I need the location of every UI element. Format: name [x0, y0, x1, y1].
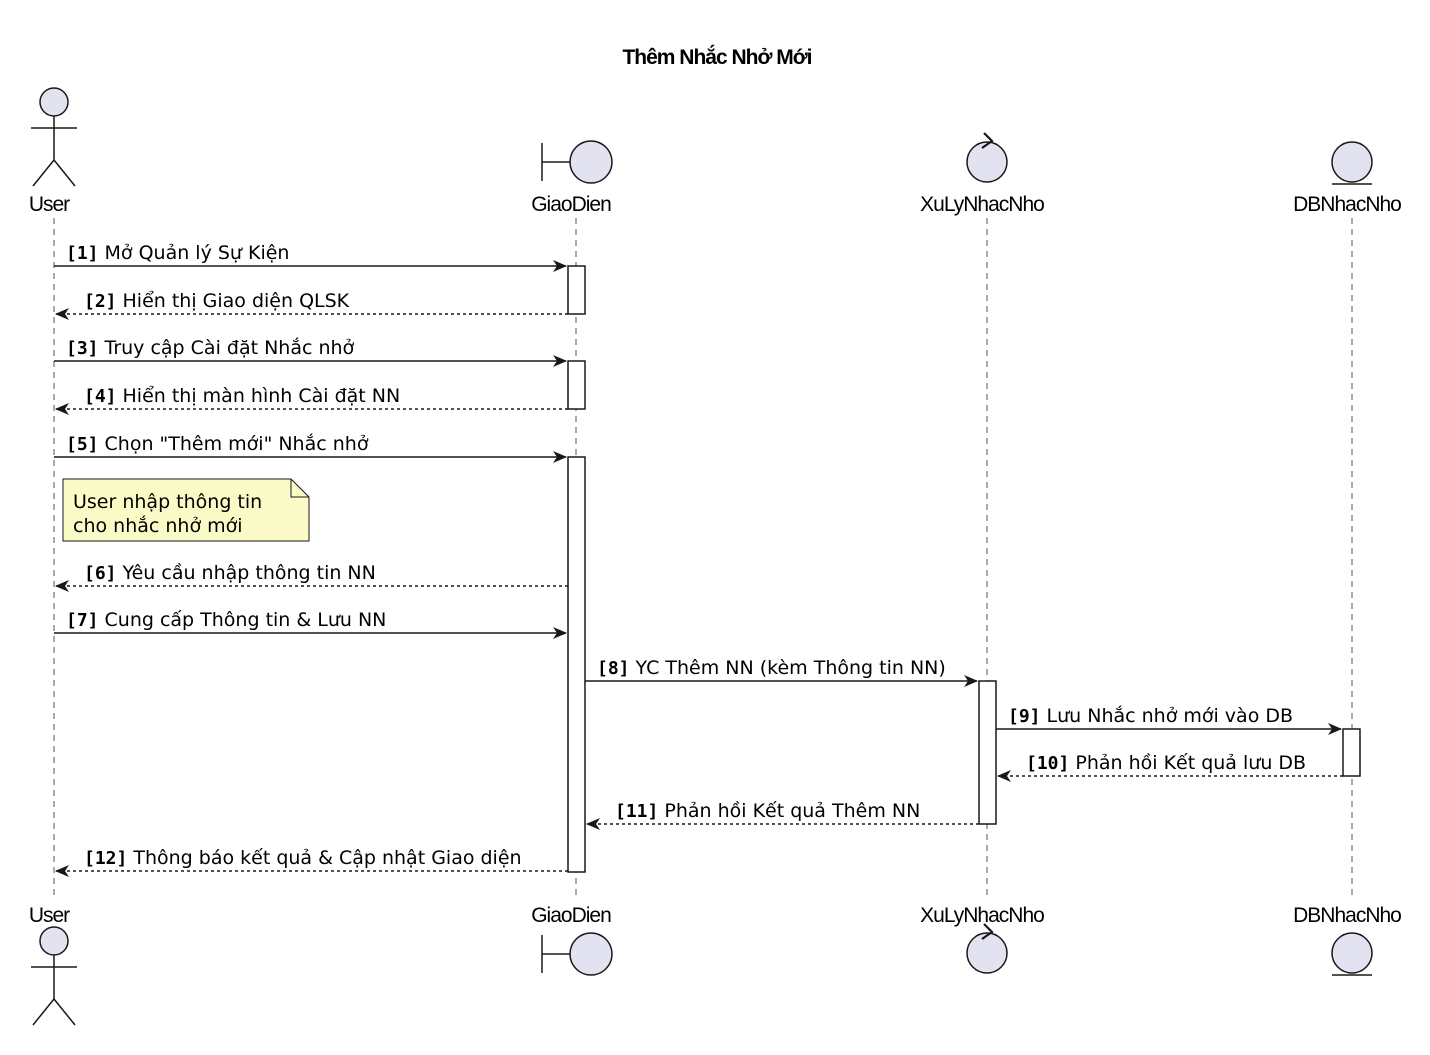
- participant-label-db-bottom: DBNhacNho: [1293, 904, 1401, 927]
- participant-label-user-top: User: [29, 193, 70, 216]
- svg-text:[4]Hiển thị màn hình Cài đặt N: [4] Hiển thị màn hình Cài đặt NN: [84, 385, 400, 407]
- entity-db-top: [1331, 141, 1373, 185]
- participant-label-xuly-top: XuLyNhacNho: [920, 193, 1044, 216]
- note-line-2: cho nhắc nhở mới: [73, 514, 243, 537]
- message-4: [4] Hiển thị màn hình Cài đặt NN: [55, 385, 568, 415]
- message-label: Truy cập Cài đặt Nhắc nhở: [104, 336, 355, 359]
- boundary-icon: [569, 140, 613, 184]
- participant-label-giaodien-top: GiaoDien: [531, 193, 611, 216]
- message-6: [6]Yêu cầu nhập thông tin NN: [55, 562, 568, 592]
- control-icon: [966, 141, 1008, 183]
- boundary-icon: [569, 932, 613, 976]
- control-xuly-top: [966, 132, 1008, 183]
- activation-bar-giaodien-3: [567, 456, 586, 873]
- message-number: [12]: [84, 848, 127, 869]
- message-number: [5]: [66, 434, 99, 455]
- message-label: Cung cấp Thông tin & Lưu NN: [105, 609, 387, 631]
- message-label: Phản hồi Kết quả lưu DB: [1075, 752, 1306, 774]
- message-number: [4]: [84, 386, 117, 407]
- message-label: Thông báo kết quả & Cập nhật Giao diện: [132, 847, 521, 869]
- note-fold: [290, 479, 309, 498]
- message-10: [10] Phản hồi Kết quả lưu DB: [997, 752, 1343, 782]
- message-3: [3]Truy cập Cài đặt Nhắc nhở: [54, 336, 567, 367]
- svg-text:[11]Phản hồi Kết quả Thêm NN: [11] Phản hồi Kết quả Thêm NN: [615, 800, 920, 822]
- message-number: [9]: [1008, 706, 1041, 727]
- activation-bar-xuly: [978, 680, 997, 825]
- actor-user-top: [31, 87, 77, 187]
- message-label: Phản hồi Kết quả Thêm NN: [664, 800, 920, 822]
- entity-icon: [1331, 141, 1373, 183]
- message-number: [7]: [66, 610, 99, 631]
- actor-user-bottom: [31, 926, 77, 1026]
- note-line-1: User nhập thông tin: [73, 491, 262, 513]
- message-5: [5] Chọn "Thêm mới" Nhắc nhở: [54, 432, 567, 463]
- message-number: [8]: [597, 658, 630, 679]
- note-box: [62, 478, 310, 542]
- message-7: [7] Cung cấp Thông tin & Lưu NN: [54, 609, 567, 639]
- activation-bar-db: [1342, 728, 1361, 777]
- svg-text:[2]Hiển thị Giao diện QLSK: [2] Hiển thị Giao diện QLSK: [84, 290, 350, 312]
- message-8: [8]YC Thêm NN (kèm Thông tin NN): [585, 657, 978, 687]
- svg-text:[3]Truy cập Cài đặt Nhắc nhở: [3]Truy cập Cài đặt Nhắc nhở: [66, 336, 355, 359]
- message-label: Lưu Nhắc nhở mới vào DB: [1047, 704, 1294, 727]
- lifelines: [53, 218, 1353, 900]
- svg-text:[12]Thông báo kết quả & Cập nh: [12]Thông báo kết quả & Cập nhật Giao di…: [84, 847, 522, 869]
- message-number: [1]: [66, 243, 99, 264]
- control-icon: [966, 932, 1008, 974]
- svg-text:[10]Phản hồi Kết quả lưu DB: [10] Phản hồi Kết quả lưu DB: [1026, 752, 1306, 774]
- control-xuly-bottom: [966, 923, 1008, 974]
- svg-text:[8]YC Thêm NN (kèm Thông tin N: [8]YC Thêm NN (kèm Thông tin NN): [597, 657, 946, 679]
- message-1: [1] Mở Quản lý Sự Kiện: [54, 242, 567, 272]
- actor-user-icon: [39, 87, 69, 117]
- message-label: Yêu cầu nhập thông tin NN: [122, 562, 376, 584]
- participant-label-giaodien-bottom: GiaoDien: [531, 904, 611, 927]
- message-number: [2]: [84, 291, 117, 312]
- participant-label-user-bottom: User: [29, 904, 70, 927]
- message-number: [11]: [615, 801, 658, 822]
- note: User nhập thông tin cho nhắc nhở mới: [62, 478, 310, 542]
- participant-label-xuly-bottom: XuLyNhacNho: [920, 904, 1044, 927]
- svg-text:[5]Chọn "Thêm mới" Nhắc nhở: [5] Chọn "Thêm mới" Nhắc nhở: [66, 432, 369, 455]
- entity-icon: [1331, 932, 1373, 974]
- message-label: Chọn "Thêm mới" Nhắc nhở: [105, 432, 369, 455]
- message-number: [10]: [1026, 753, 1069, 774]
- boundary-giaodien-bottom: [541, 932, 613, 976]
- message-label: Hiển thị Giao diện QLSK: [123, 290, 350, 312]
- svg-text:[9]Lưu Nhắc nhở mới vào DB: [9] Lưu Nhắc nhở mới vào DB: [1008, 704, 1293, 727]
- message-11: [11] Phản hồi Kết quả Thêm NN: [586, 800, 979, 830]
- boundary-giaodien-top: [541, 140, 613, 184]
- svg-text:[7]Cung cấp Thông tin & Lưu NN: [7] Cung cấp Thông tin & Lưu NN: [66, 609, 386, 631]
- actor-user-icon: [39, 926, 69, 956]
- activation-bars: [567, 265, 1361, 873]
- activation-bar-giaodien-2: [567, 360, 586, 410]
- activation-bar-giaodien-1: [567, 265, 586, 315]
- message-label: Hiển thị màn hình Cài đặt NN: [123, 385, 401, 407]
- svg-text:[1]Mở Quản lý Sự Kiện: [1] Mở Quản lý Sự Kiện: [66, 242, 289, 264]
- message-12: [12]Thông báo kết quả & Cập nhật Giao di…: [55, 847, 568, 877]
- message-number: [3]: [66, 338, 99, 359]
- message-label: YC Thêm NN (kèm Thông tin NN): [635, 657, 946, 679]
- diagram-title: Thêm Nhắc Nhở Mới: [622, 45, 811, 69]
- participant-label-db-top: DBNhacNho: [1293, 193, 1401, 216]
- svg-text:[6]Yêu cầu nhập thông tin NN: [6]Yêu cầu nhập thông tin NN: [84, 562, 376, 584]
- message-number: [6]: [84, 563, 117, 584]
- message-label: Mở Quản lý Sự Kiện: [105, 242, 290, 264]
- entity-db-bottom: [1331, 932, 1373, 976]
- message-9: [9] Lưu Nhắc nhở mới vào DB: [996, 704, 1342, 735]
- message-2: [2] Hiển thị Giao diện QLSK: [55, 290, 568, 320]
